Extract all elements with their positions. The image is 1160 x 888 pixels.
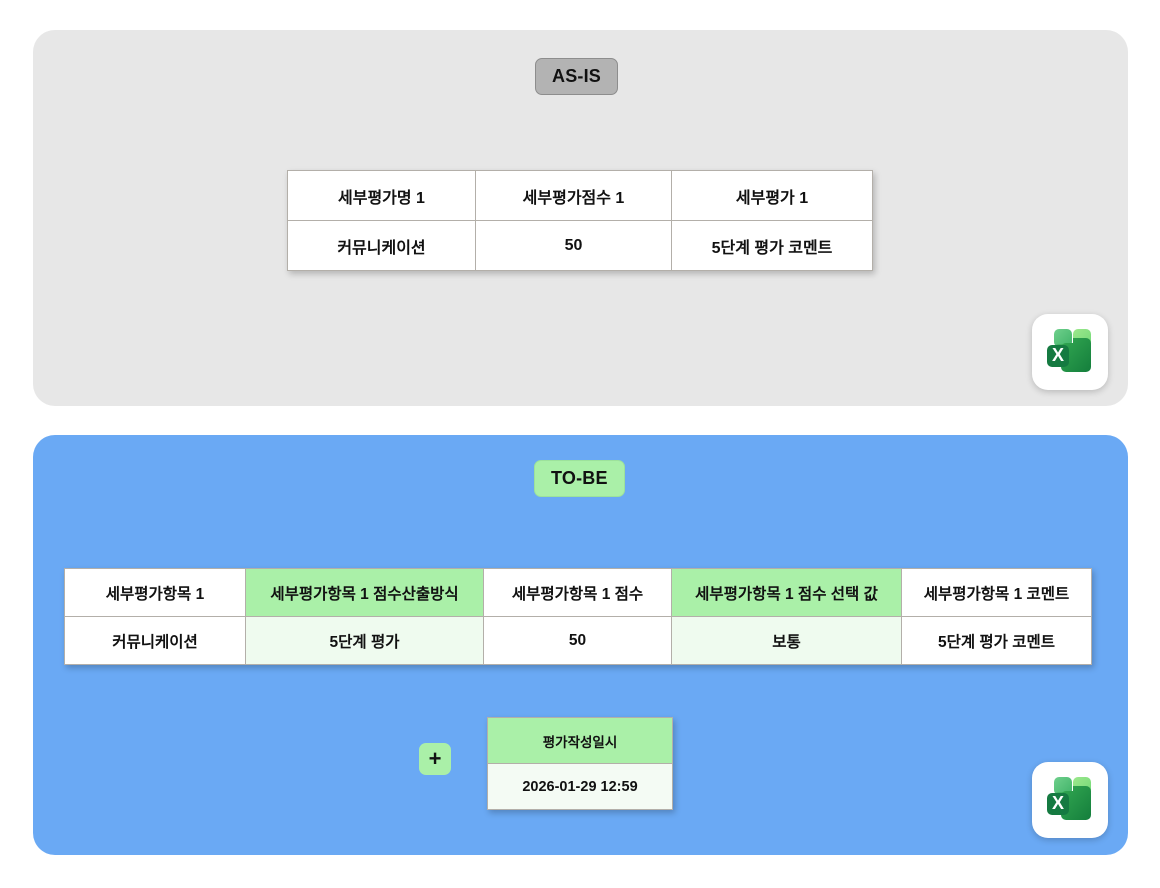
asis-header-cell: 세부평가점수 1: [475, 170, 672, 221]
date-value-cell: 2026-01-29 12:59: [487, 763, 673, 810]
tobe-data-cell-highlighted: 5단계 평가: [245, 616, 484, 665]
table-header-row: 세부평가항목 1 세부평가항목 1 점수산출방식 세부평가항목 1 점수 세부평…: [64, 568, 1092, 617]
tobe-header-cell: 세부평가항목 1 점수: [483, 568, 672, 617]
evaluation-date-table: 평가작성일시 2026-01-29 12:59: [487, 717, 673, 810]
asis-table: 세부평가명 1 세부평가점수 1 세부평가 1 커뮤니케이션 50 5단계 평가…: [287, 170, 873, 271]
asis-header-cell: 세부평가명 1: [287, 170, 476, 221]
tobe-data-cell-highlighted: 보통: [671, 616, 902, 665]
asis-header-cell: 세부평가 1: [671, 170, 873, 221]
asis-data-cell: 5단계 평가 코멘트: [671, 220, 873, 271]
excel-icon[interactable]: X: [1032, 762, 1108, 838]
asis-badge: AS-IS: [535, 58, 619, 95]
svg-text:X: X: [1052, 345, 1064, 365]
tobe-badge: TO-BE: [534, 460, 625, 497]
tobe-data-cell: 50: [483, 616, 672, 665]
tobe-header-cell-highlighted: 세부평가항목 1 점수산출방식: [245, 568, 484, 617]
tobe-data-cell: 커뮤니케이션: [64, 616, 246, 665]
tobe-header-cell: 세부평가항목 1: [64, 568, 246, 617]
tobe-header-cell: 세부평가항목 1 코멘트: [901, 568, 1092, 617]
table-row: 2026-01-29 12:59: [487, 763, 673, 810]
table-header-row: 평가작성일시: [487, 717, 673, 764]
tobe-table: 세부평가항목 1 세부평가항목 1 점수산출방식 세부평가항목 1 점수 세부평…: [64, 568, 1092, 665]
svg-text:X: X: [1052, 793, 1064, 813]
table-header-row: 세부평가명 1 세부평가점수 1 세부평가 1: [287, 170, 873, 221]
table-row: 커뮤니케이션 50 5단계 평가 코멘트: [287, 220, 873, 271]
tobe-data-cell: 5단계 평가 코멘트: [901, 616, 1092, 665]
add-row-button[interactable]: +: [419, 743, 451, 775]
asis-data-cell: 커뮤니케이션: [287, 220, 476, 271]
tobe-header-cell-highlighted: 세부평가항목 1 점수 선택 값: [671, 568, 902, 617]
table-row: 커뮤니케이션 5단계 평가 50 보통 5단계 평가 코멘트: [64, 616, 1092, 665]
date-header-cell: 평가작성일시: [487, 717, 673, 764]
asis-data-cell: 50: [475, 220, 672, 271]
excel-icon[interactable]: X: [1032, 314, 1108, 390]
